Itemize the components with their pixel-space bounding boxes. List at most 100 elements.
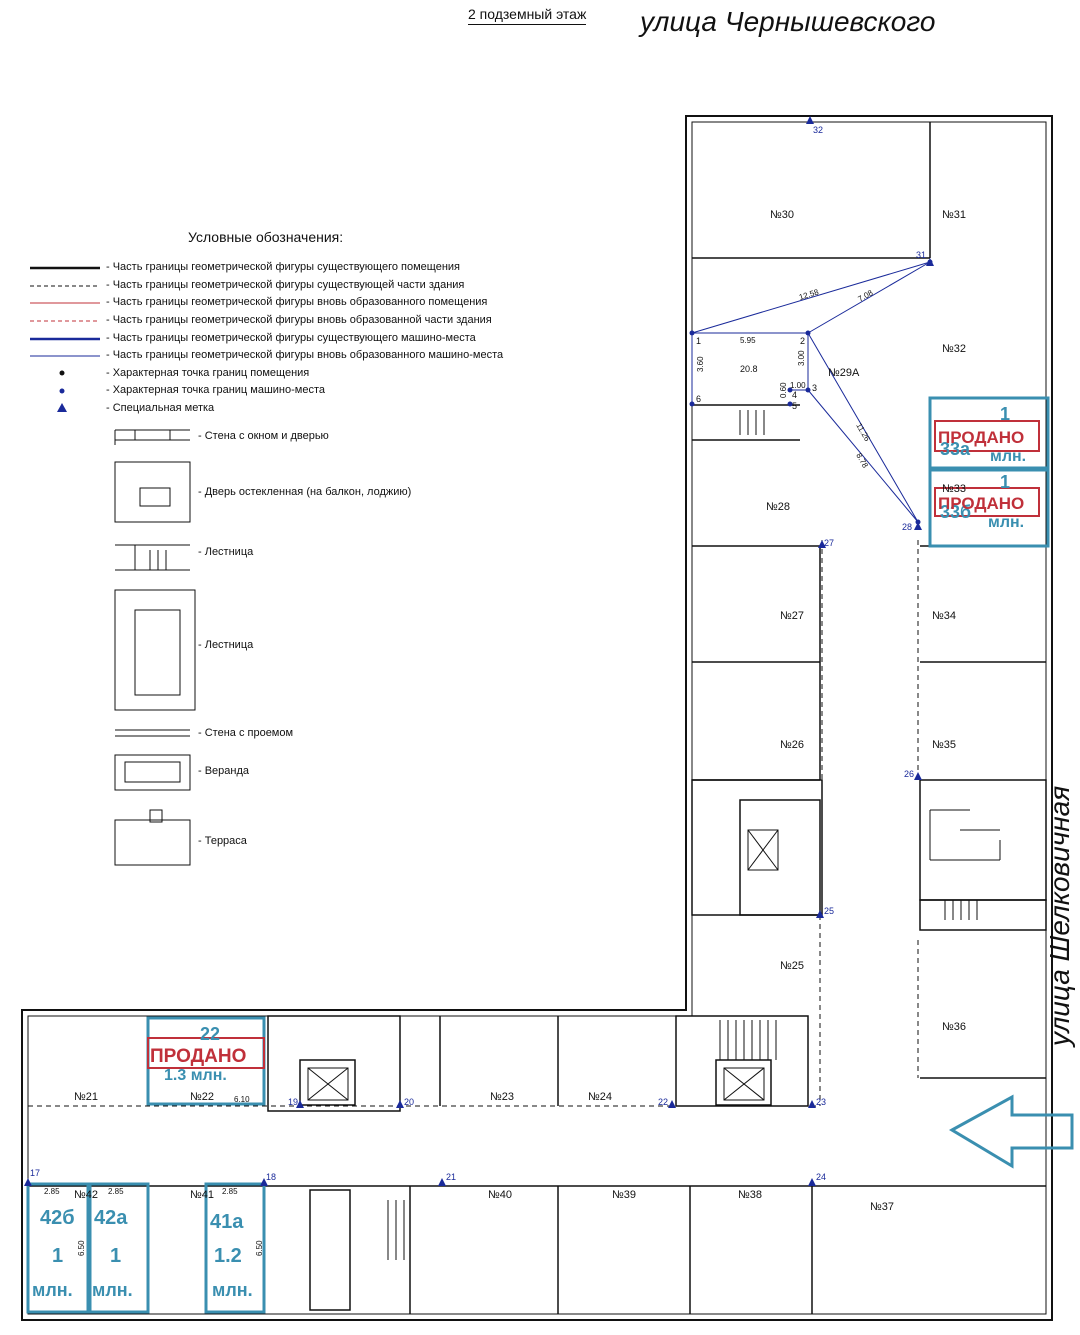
spot-42b-id: 42б — [40, 1207, 75, 1229]
point-label: 18 — [266, 1172, 276, 1182]
spot-33b-id: 33б — [940, 502, 971, 522]
spot-42b-unit: млн. — [32, 1280, 73, 1300]
room-label: №22 — [190, 1091, 214, 1103]
room-label: №26 — [780, 739, 804, 751]
legend-symbol-label: - Веранда — [198, 765, 250, 777]
point-label: 1 — [696, 336, 701, 346]
room-label: №40 — [488, 1189, 512, 1201]
legend-item: - Часть границы геометрической фигуры су… — [106, 332, 476, 344]
measure-label: 3.00 — [797, 350, 806, 366]
room-label: №25 — [780, 960, 804, 972]
measure-label: 6.50 — [77, 1240, 86, 1256]
legend-symbols — [114, 429, 196, 866]
measure-label: 2.85 — [222, 1187, 238, 1196]
spot-33b-unit: млн. — [988, 514, 1024, 531]
spot-33a-price: 1 — [1000, 404, 1010, 424]
room-label: №35 — [932, 739, 956, 751]
spot-33b-price: 1 — [1000, 472, 1010, 492]
measure-label: 3.60 — [696, 356, 705, 372]
room-label: №29А — [828, 367, 860, 379]
room-label: №38 — [738, 1189, 762, 1201]
measure-label: 5.95 — [740, 336, 756, 345]
legend-item: - Часть границы геометрической фигуры су… — [106, 279, 465, 291]
legend-symbol-label: - Стена с проемом — [198, 727, 294, 739]
measurements: 12.58 7.08 5.95 3.60 3.00 20.8 1.00 0.60… — [44, 287, 875, 1256]
floor-title: 2 подземный этаж — [468, 6, 587, 25]
room-label: №31 — [942, 209, 966, 221]
room-label: №39 — [612, 1189, 636, 1201]
street-name-right: улица Шелковичная — [1044, 785, 1075, 1047]
stairs — [387, 410, 978, 1260]
room-label: №41 — [190, 1189, 214, 1201]
point-label: 22 — [658, 1097, 668, 1107]
spot-22-id: 22 — [200, 1024, 220, 1044]
measure-label: 1.00 — [790, 381, 806, 390]
point-label: 3 — [812, 383, 817, 393]
point-label: 20 — [404, 1097, 414, 1107]
point-label: 31 — [916, 250, 926, 260]
room-label: №28 — [766, 501, 790, 513]
point-label: 21 — [446, 1172, 456, 1182]
spot-42a-price: 1 — [110, 1245, 121, 1267]
structure-right — [929, 809, 1001, 861]
spot-33a-unit: млн. — [990, 448, 1026, 465]
point-label: 32 — [813, 125, 823, 135]
point-labels: 32 31 1 2 3 4 5 6 28 27 26 25 19 20 22 2… — [30, 125, 926, 1182]
legend-item: - Характерная точка границ машино-места — [106, 384, 325, 396]
legend-symbol-label: - Лестница — [198, 639, 254, 651]
legend-symbol-label: - Терраса — [198, 835, 247, 847]
legend-line-samples — [30, 266, 100, 412]
measure-label: 6.10 — [234, 1095, 250, 1104]
legend-item: - Часть границы геометрической фигуры су… — [106, 261, 461, 273]
street-name-top: улица Чернышевского — [640, 6, 936, 37]
room-label: №24 — [588, 1091, 612, 1103]
spot-33a-id: 33а — [940, 439, 971, 459]
room-label: №37 — [870, 1201, 894, 1213]
entrance-arrow — [948, 1094, 1074, 1169]
survey-lines — [691, 261, 931, 523]
spot-labels: 33а 1 млн. 33б 1 млн. 22 1.3 млн. 42б 1 … — [32, 404, 1026, 1300]
room-label: №21 — [74, 1091, 98, 1103]
room-label: №36 — [942, 1021, 966, 1033]
legend-item: - Часть границы геометрической фигуры вн… — [106, 349, 504, 361]
point-label: 2 — [800, 336, 805, 346]
point-label: 6 — [696, 394, 701, 404]
room-label: №32 — [942, 343, 966, 355]
legend-item: - Специальная метка — [106, 402, 215, 414]
legend-item: - Часть границы геометрической фигуры вн… — [106, 296, 488, 308]
room-labels: №30 №31 №32 №29А №28 №33 №27 №34 №26 №35… — [74, 209, 966, 1213]
measure-label: 20.8 — [740, 364, 758, 374]
spot-41a-id: 41а — [210, 1211, 244, 1233]
spot-33b-sold: ПРОДАНО — [938, 494, 1024, 513]
legend-item: - Характерная точка границ помещения — [106, 367, 310, 379]
measure-label: 6.50 — [255, 1240, 264, 1256]
spot-22-sold: ПРОДАНО — [150, 1046, 246, 1067]
point-label: 27 — [824, 538, 834, 548]
point-label: 19 — [288, 1097, 298, 1107]
spot-boxes — [26, 396, 1050, 1314]
spot-41a-price: 1.2 — [214, 1245, 242, 1267]
point-label: 23 — [816, 1097, 826, 1107]
legend-title: Условные обозначения: — [188, 229, 344, 245]
spot-22-price: 1.3 млн. — [164, 1067, 227, 1084]
point-label: 17 — [30, 1168, 40, 1178]
spot-42a-unit: млн. — [92, 1280, 133, 1300]
point-label: 26 — [904, 769, 914, 779]
sold-stamps — [147, 420, 1040, 1069]
measure-label: 2.85 — [44, 1187, 60, 1196]
room-label: №42 — [74, 1189, 98, 1201]
elevators — [307, 829, 779, 1101]
room-label: №33 — [942, 483, 966, 495]
point-label: 4 — [792, 390, 797, 400]
measure-label: 12.58 — [798, 287, 820, 302]
measure-label: 11.26 — [854, 422, 872, 444]
point-label: 24 — [816, 1172, 826, 1182]
measure-label: 2.85 — [108, 1187, 124, 1196]
measure-label: 7.08 — [857, 288, 875, 304]
legend-item: - Часть границы геометрической фигуры вн… — [106, 314, 492, 326]
legend-symbol-label: - Дверь остекленная (на балкон, лоджию) — [198, 486, 412, 498]
dashed-boundaries — [28, 122, 1046, 1187]
spot-41a-unit: млн. — [212, 1280, 253, 1300]
point-label: 25 — [824, 906, 834, 916]
